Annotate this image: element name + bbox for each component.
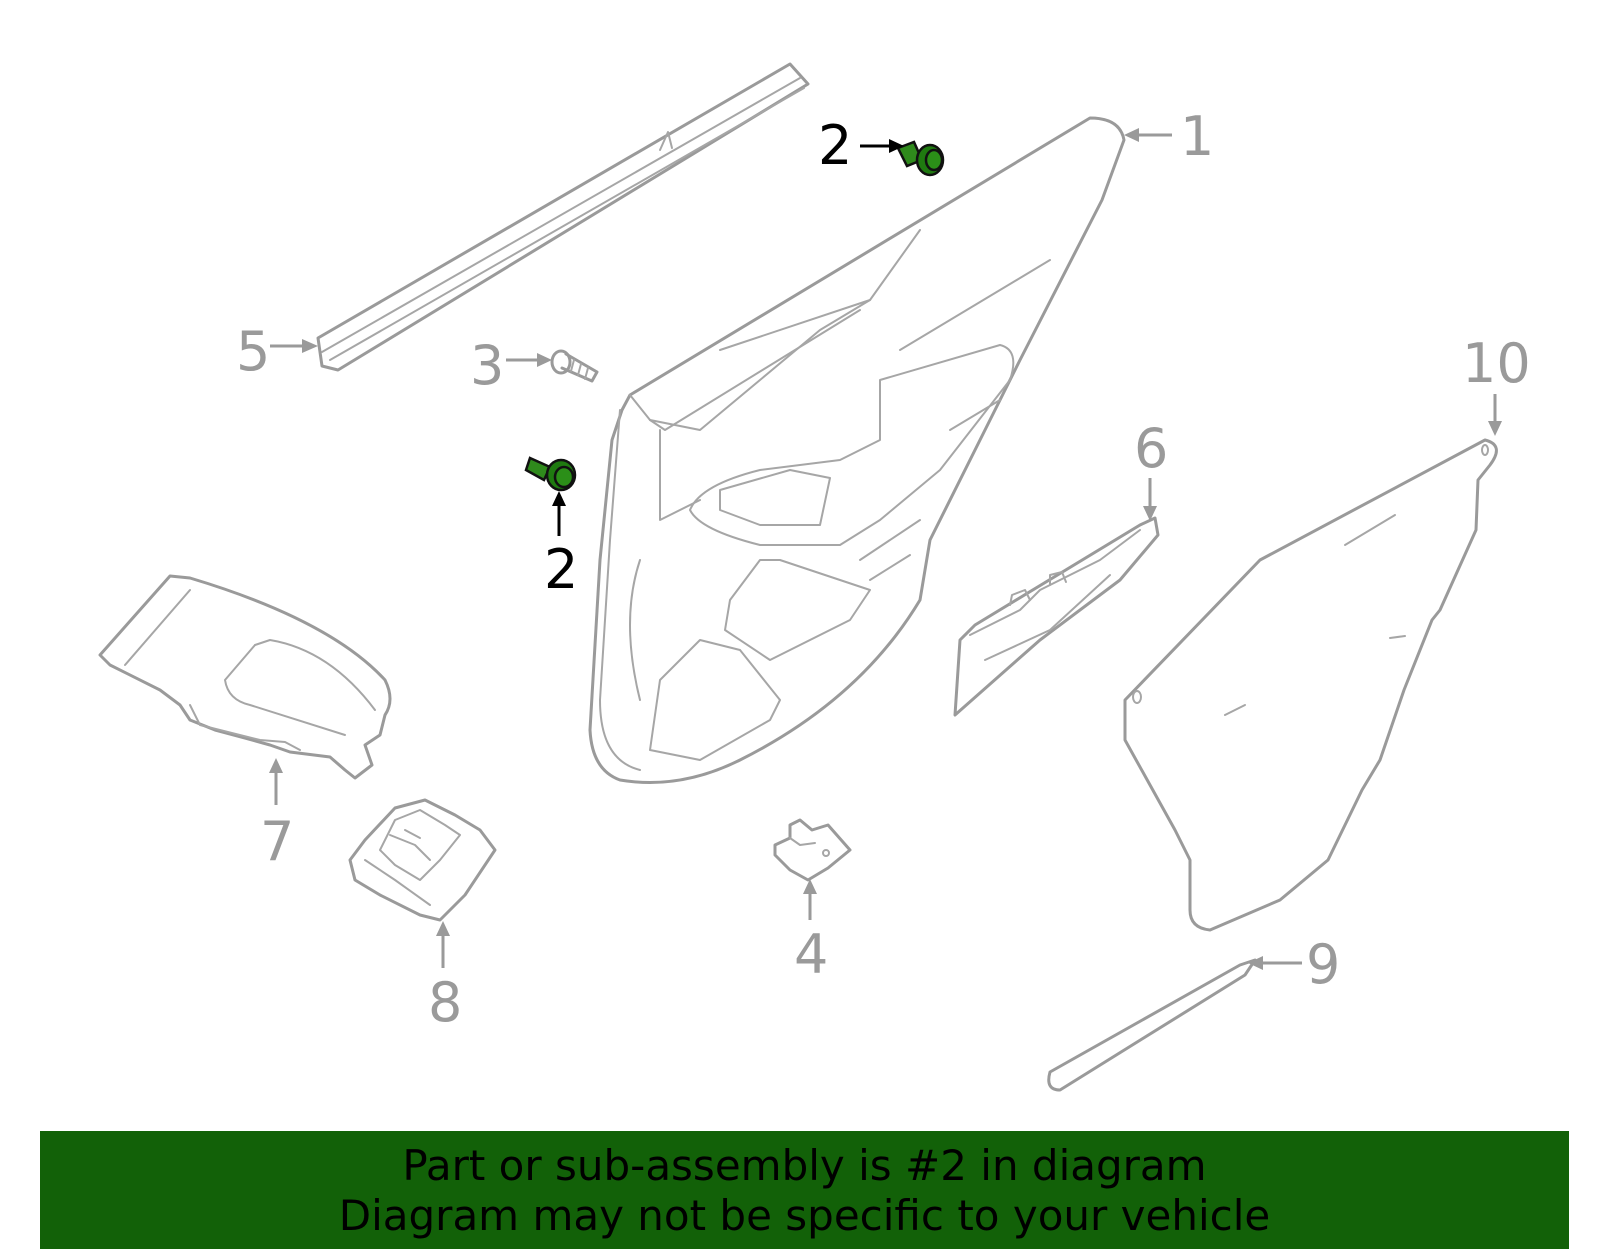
callout-6: 6 [1134,417,1168,480]
callout-8: 8 [428,971,462,1034]
callout-9: 9 [1306,933,1340,996]
part-4-bracket [773,818,852,882]
part-10-water-shield [1123,438,1498,932]
banner-line-1: Part or sub-assembly is #2 in diagram [402,1141,1207,1190]
callout-10: 10 [1462,332,1531,395]
part-9-strip [1047,958,1257,1092]
callout-arrows [269,128,1502,970]
part-2-clip-top [896,140,945,177]
callout-2-top: 2 [818,114,852,177]
part-8-switch-assembly [348,798,497,922]
callout-1: 1 [1180,105,1214,168]
banner-line-2: Diagram may not be specific to your vehi… [338,1191,1271,1240]
part-5-belt-molding [316,62,810,372]
notice-banner: Part or sub-assembly is #2 in diagram Di… [40,1131,1569,1249]
callout-5: 5 [236,320,270,383]
callout-3: 3 [470,334,504,397]
callout-7: 7 [260,810,294,873]
part-1-door-trim-panel [588,116,1126,784]
callout-numbers: 1 2 2 3 4 5 6 7 8 9 10 [236,105,1531,1034]
part-2-clip-middle [524,456,577,492]
part-7-pull-handle [98,574,392,780]
callout-2-middle: 2 [544,538,578,601]
part-6-switch-bezel [953,516,1160,717]
part-3-screw [550,349,599,383]
callout-4: 4 [794,923,828,986]
